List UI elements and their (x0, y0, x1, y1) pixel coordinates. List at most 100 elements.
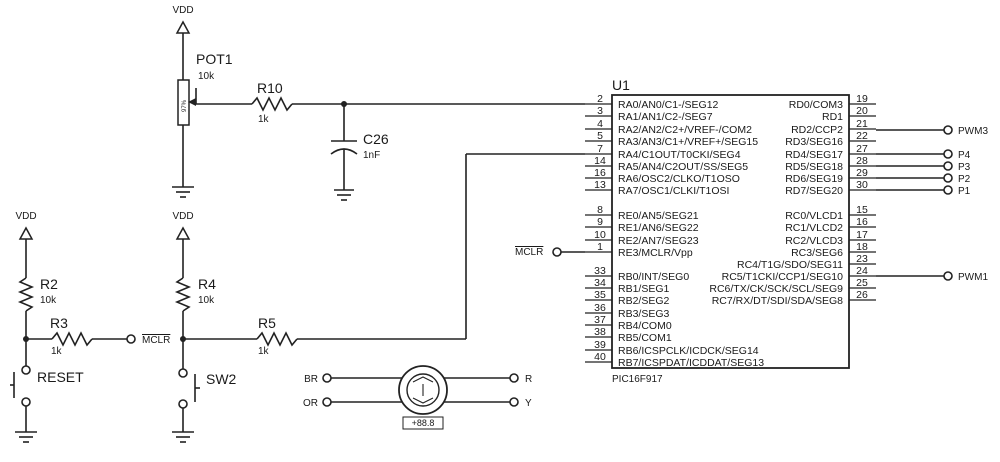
pin-number: 3 (597, 105, 603, 117)
ground-pot1 (172, 186, 194, 198)
vdd-label: VDD (172, 5, 193, 16)
pin-name: RA3/AN3/C1+/VREF+/SEG15 (618, 136, 758, 148)
pin-number: 26 (856, 289, 868, 301)
mclr-net-label: MCLR (515, 247, 543, 258)
pin-name: RC0/VLCD1 (785, 210, 843, 222)
pin-name: RC5/T1CKI/CCP1/SEG10 (722, 271, 844, 283)
pin-number: 30 (856, 179, 868, 191)
pot1: 97% POT1 10k (177, 51, 252, 187)
reset-button: RESET (10, 365, 84, 443)
output-p4-label: P4 (958, 150, 971, 161)
r2: R2 10k (17, 276, 58, 366)
pin-name: RB0/INT/SEG0 (618, 271, 689, 283)
sw2-label: SW2 (206, 371, 237, 387)
pin-name: RB1/SEG1 (618, 283, 670, 295)
vdd-symbol-top: VDD (172, 5, 194, 80)
r2-value: 10k (40, 295, 57, 306)
pin-name: RA7/OSC1/CLKI/T1OSI (618, 185, 729, 197)
pin-number: 25 (856, 277, 868, 289)
pin-name: RA2/AN2/C2+/VREF-/COM2 (618, 124, 752, 136)
pot1-value: 10k (198, 71, 215, 82)
pot1-ref: POT1 (196, 51, 233, 67)
pin-number: 8 (597, 204, 603, 216)
pin-name: RD0/COM3 (789, 99, 843, 111)
pin-name: RB7/ICSPDAT/ICDDAT/SEG13 (618, 357, 764, 369)
pin-number: 21 (856, 118, 868, 130)
pin-name: RD1 (822, 111, 843, 123)
output-p1-label: P1 (958, 186, 971, 197)
pin-number: 22 (856, 130, 868, 142)
pin-number: 34 (594, 277, 606, 289)
c26-value: 1nF (363, 150, 380, 161)
pin-name: RE2/AN7/SEG23 (618, 235, 699, 247)
pin-number: 2 (597, 93, 603, 105)
motor-r-label: R (525, 374, 532, 385)
output-p3-label: P3 (958, 162, 971, 173)
pin-name: RB3/SEG3 (618, 308, 670, 320)
pin-name: RD5/SEG18 (785, 161, 843, 173)
pin-name: RC4/T1G/SDO/SEG11 (737, 259, 843, 271)
pin-name: RA0/AN0/C1-/SEG12 (618, 99, 719, 111)
vdd-symbol-left: VDD (15, 211, 37, 278)
pin-name: RE0/AN5/SEG21 (618, 210, 699, 222)
pin-number: 19 (856, 93, 868, 105)
motor: BR OR R Y +88.8 (303, 365, 532, 430)
pin-name: RD7/SEG20 (785, 185, 843, 197)
pin-number: 4 (597, 118, 603, 130)
pin-name: RD3/SEG16 (785, 136, 843, 148)
pin-name: RA6/OSC2/CLKO/T1OSO (618, 173, 740, 185)
pin-name: RA5/AN4/C2OUT/SS/SEG5 (618, 161, 748, 173)
mclr-net-label: MCLR (142, 335, 170, 346)
pin-number: 16 (594, 167, 606, 179)
pin-number: 17 (856, 229, 868, 241)
pin-name: RA4/C1OUT/T0CKI/SEG4 (618, 149, 741, 161)
vdd-symbol-mid: VDD (172, 211, 194, 278)
pin-number: 40 (594, 351, 606, 363)
pin-name: RC3/SEG6 (791, 247, 843, 259)
r3-value: 1k (51, 346, 63, 357)
pin-name: RD4/SEG17 (785, 149, 843, 161)
r3: R3 1k MCLR (23, 315, 170, 357)
output-pwm1-label: PWM1 (958, 272, 988, 283)
pin-name: RA1/AN1/C2-/SEG7 (618, 111, 713, 123)
r2-ref: R2 (40, 276, 58, 292)
r4: R4 10k (174, 276, 216, 369)
pin-name: RC7/RX/DT/SDI/SDA/SEG8 (712, 295, 843, 307)
pin-number: 38 (594, 326, 606, 338)
motor-br-label: BR (304, 374, 318, 385)
motor-y-label: Y (525, 398, 532, 409)
r10: R10 1k (251, 80, 585, 125)
vdd-label: VDD (15, 211, 36, 222)
reset-label: RESET (37, 369, 84, 385)
pin-name: RC1/VLCD2 (785, 222, 843, 234)
pin-number: 33 (594, 265, 606, 277)
sw2: SW2 (172, 368, 237, 443)
output-p2-label: P2 (958, 174, 971, 185)
